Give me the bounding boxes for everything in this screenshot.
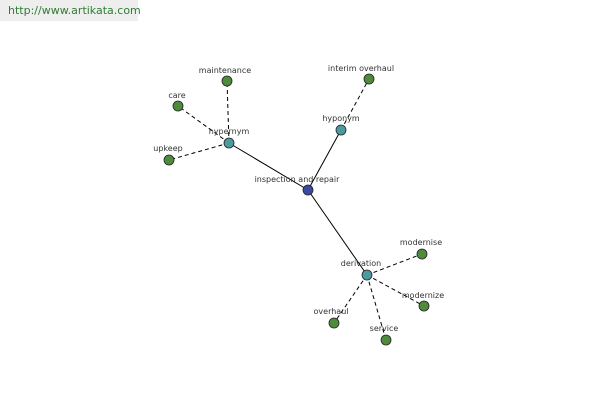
node-service[interactable] xyxy=(380,334,392,346)
label-maintenance: maintenance xyxy=(199,66,251,75)
node-hyponym[interactable] xyxy=(335,124,347,136)
url-bar: http://www.artikata.com xyxy=(0,0,141,21)
node-derivation[interactable] xyxy=(361,269,373,281)
edge-derivation-overhaul xyxy=(333,274,368,324)
node-overhaul[interactable] xyxy=(328,317,340,329)
edge-center-derivation xyxy=(307,189,368,276)
label-hyponym: hyponym xyxy=(322,114,360,123)
label-modernize: modernize xyxy=(402,291,444,300)
site-url-link[interactable]: http://www.artikata.com xyxy=(8,4,141,17)
label-derivation: derivation xyxy=(341,259,381,268)
edge-hypernym-upkeep xyxy=(168,142,230,161)
label-overhaul: overhaul xyxy=(314,307,349,316)
node-modernize[interactable] xyxy=(418,300,430,312)
label-center: inspection and repair xyxy=(255,175,341,184)
label-interim-overhaul: interim overhaul xyxy=(328,64,394,73)
edge-derivation-modernize xyxy=(366,274,425,307)
node-hypernym[interactable] xyxy=(223,137,235,149)
label-care: care xyxy=(168,91,185,100)
label-hypernym: hypernym xyxy=(209,127,250,136)
edge-hypernym-maintenance xyxy=(226,80,230,144)
edge-derivation-service xyxy=(366,274,387,341)
edge-center-hyponym xyxy=(307,129,342,191)
label-upkeep: upkeep xyxy=(153,144,182,153)
edge-derivation-modernise xyxy=(366,253,423,276)
node-care[interactable] xyxy=(172,100,184,112)
edge-hyponym-interim-overhaul xyxy=(340,78,370,131)
edge-center-hypernym xyxy=(228,142,309,191)
edge-hypernym-care xyxy=(177,105,230,144)
label-service: service xyxy=(370,324,399,333)
node-interim-overhaul[interactable] xyxy=(363,73,375,85)
node-maintenance[interactable] xyxy=(221,75,233,87)
node-upkeep[interactable] xyxy=(163,154,175,166)
node-center[interactable] xyxy=(302,184,314,196)
label-modernise: modernise xyxy=(400,238,442,247)
node-modernise[interactable] xyxy=(416,248,428,260)
